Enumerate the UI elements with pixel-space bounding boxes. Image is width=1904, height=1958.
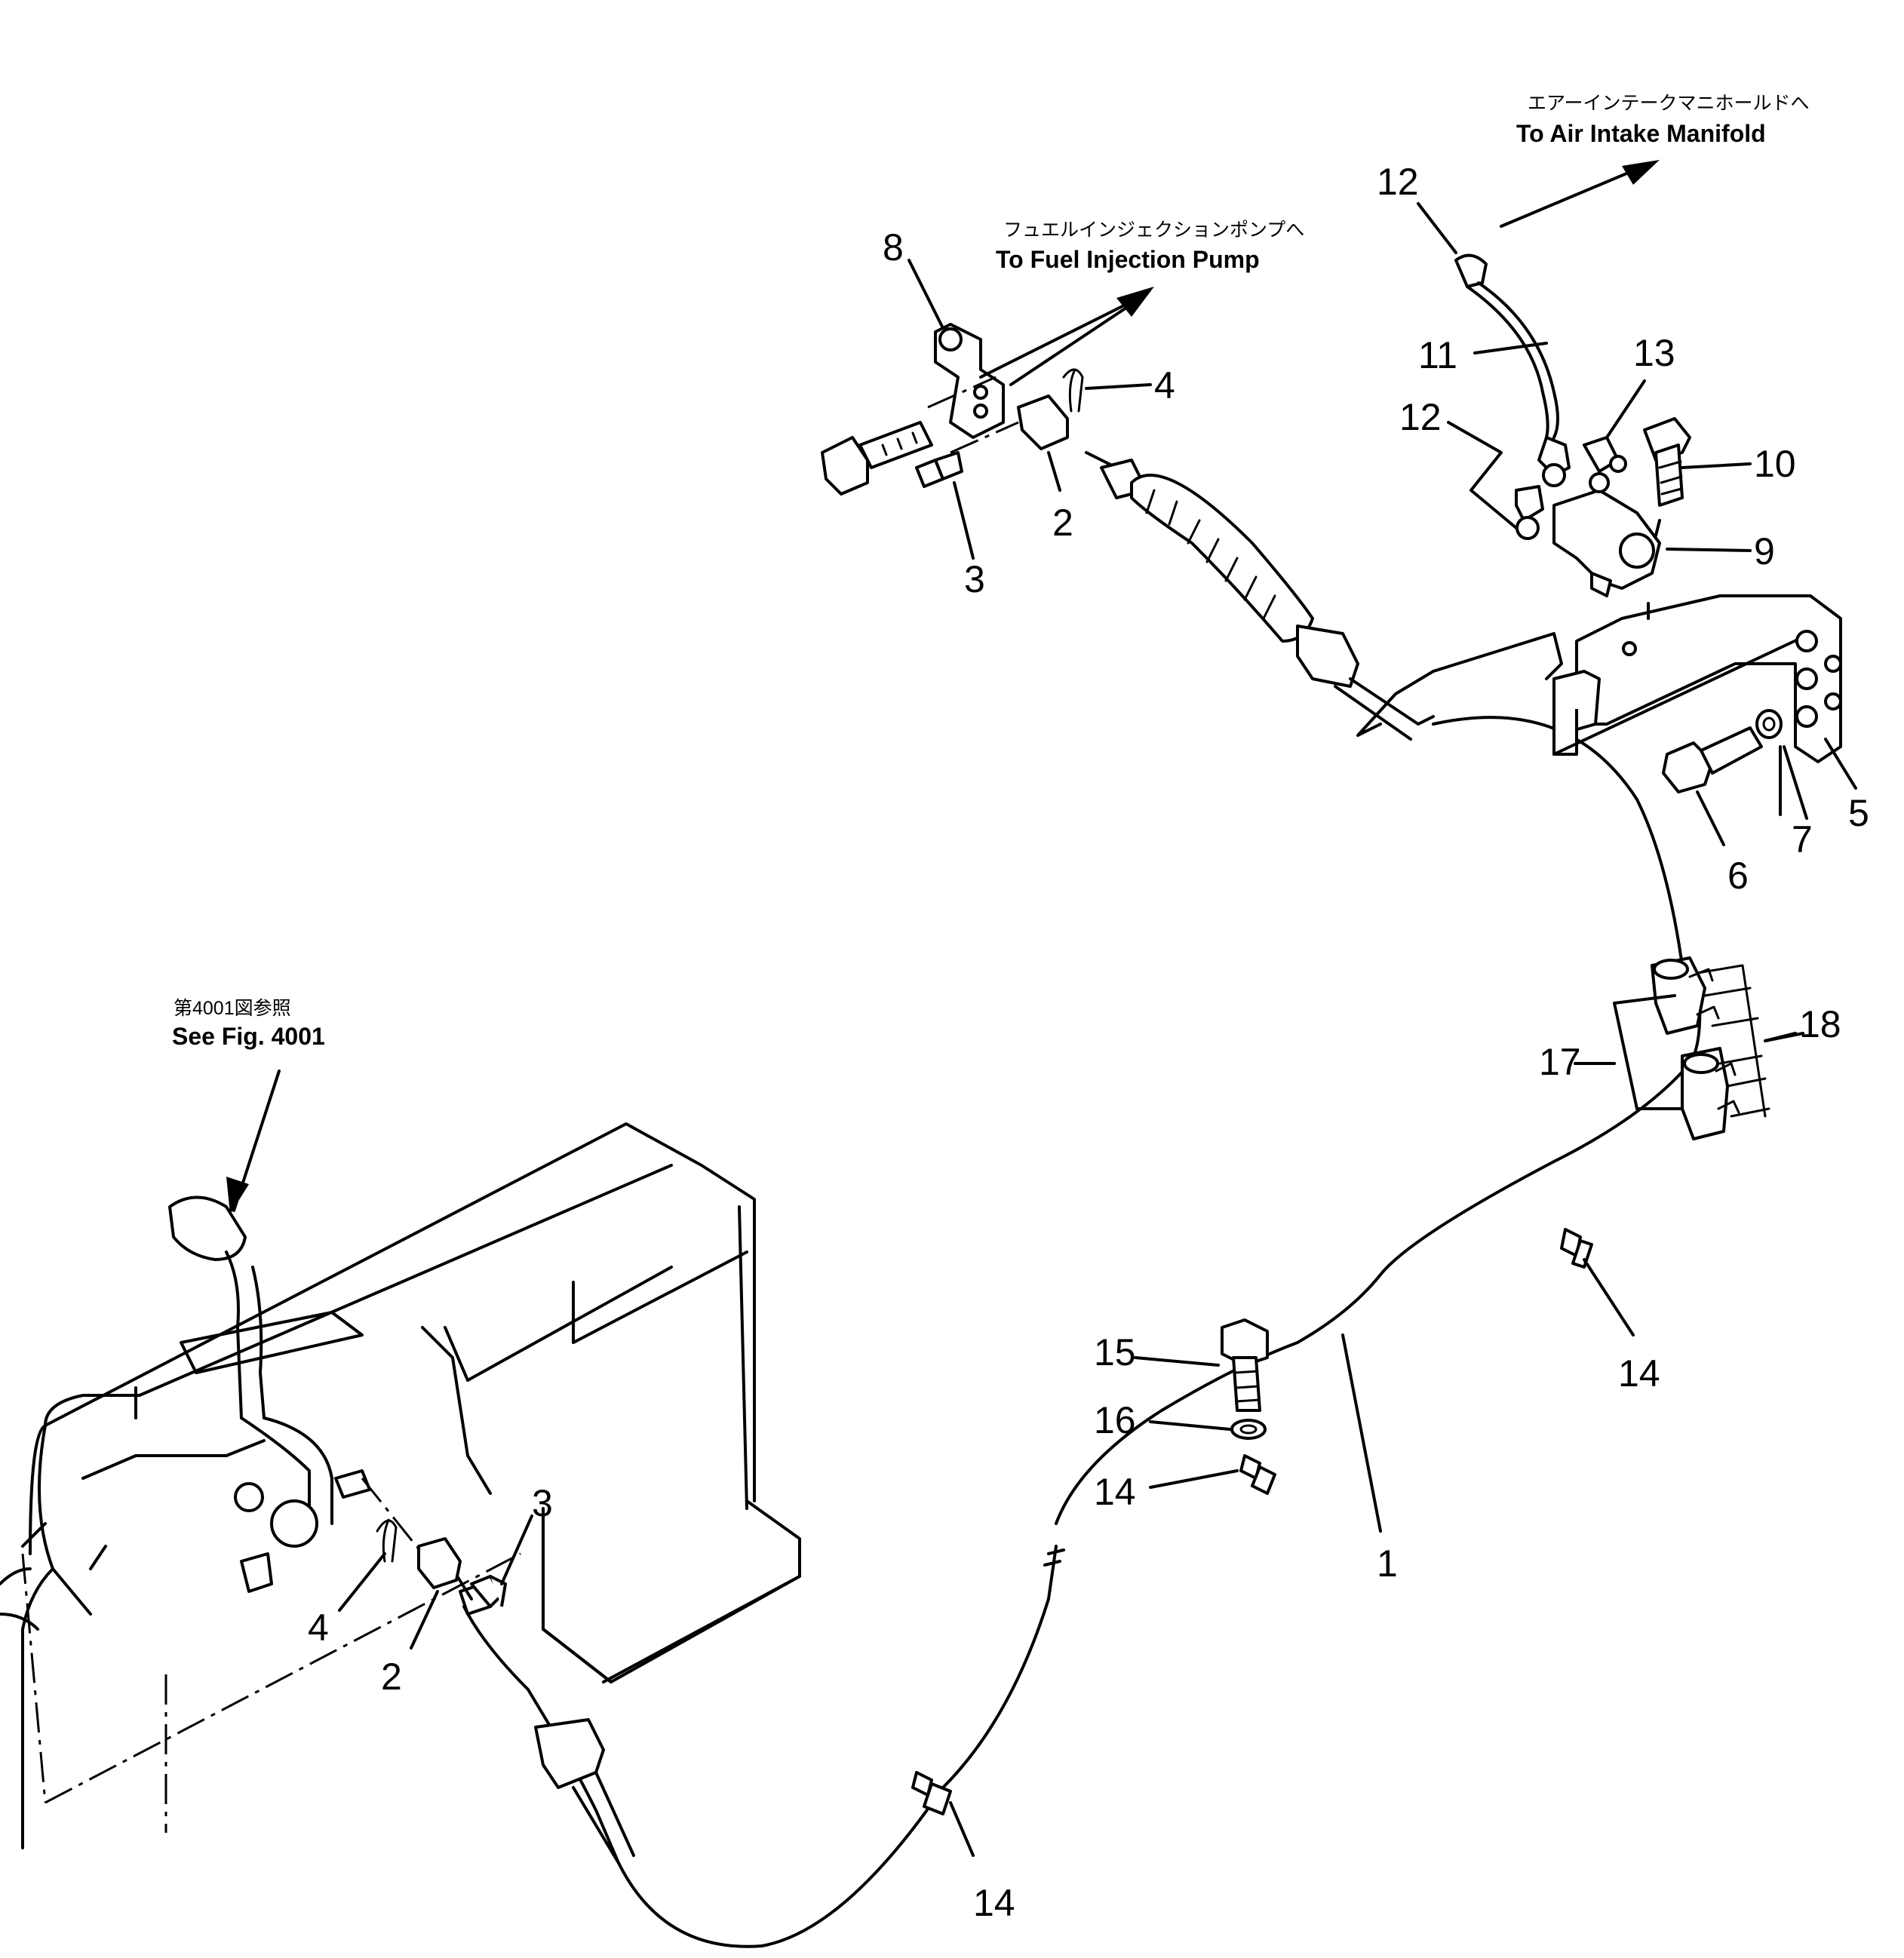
control-lever — [168, 1195, 371, 1593]
callout-9: 9 — [1754, 530, 1775, 572]
callout-2-upper: 2 — [1052, 502, 1073, 544]
callout-4-upper: 4 — [1154, 364, 1175, 407]
see-fig-label-jp: 第4001図参照 — [174, 998, 291, 1019]
bolt-washer-15-16 — [1221, 1318, 1269, 1440]
cable-clamps-17-18 — [1583, 956, 1804, 1140]
callout-14-bottom: 14 — [973, 1882, 1015, 1924]
control-cable — [462, 716, 1702, 1948]
cable-clamps-14 — [911, 1228, 1593, 1815]
see-fig-label-en: See Fig. 4001 — [172, 1023, 325, 1050]
callout-16: 16 — [1094, 1399, 1136, 1441]
leader-lines — [226, 202, 1857, 1857]
callout-3-lower: 3 — [532, 1482, 553, 1524]
callout-10: 10 — [1754, 443, 1796, 485]
callout-13: 13 — [1633, 332, 1675, 374]
callout-12-mid: 12 — [1399, 396, 1442, 438]
callout-5: 5 — [1848, 792, 1869, 834]
air-intake-label-en: To Air Intake Manifold — [1516, 120, 1766, 147]
callout-6: 6 — [1727, 855, 1749, 897]
callout-15: 15 — [1094, 1331, 1136, 1373]
callout-1: 1 — [1377, 1542, 1398, 1585]
callout-3-upper: 3 — [964, 558, 985, 600]
destination-labels: エアーインテークマニホールドへ To Air Intake Manifold フ… — [172, 93, 1810, 1050]
callout-7: 7 — [1792, 818, 1813, 861]
callout-14-right: 14 — [1618, 1352, 1660, 1395]
callout-4-lower: 4 — [308, 1607, 329, 1649]
callout-17: 17 — [1539, 1041, 1581, 1083]
lower-link-parts — [361, 1478, 507, 1608]
fuel-pump-label-jp: フュエルインジェクションポンプへ — [1003, 219, 1304, 241]
callout-14-mid: 14 — [1094, 1471, 1136, 1513]
callout-2-lower: 2 — [381, 1656, 402, 1698]
air-intake-parts — [1356, 160, 1842, 793]
callout-18: 18 — [1799, 1003, 1841, 1045]
fuel-pump-label-en: To Fuel Injection Pump — [996, 246, 1260, 273]
callout-8: 8 — [883, 226, 904, 269]
engine-body — [0, 1122, 801, 1849]
air-intake-label-jp: エアーインテークマニホールドへ — [1528, 93, 1810, 114]
cable-end-upper — [1085, 451, 1435, 741]
callout-11: 11 — [1418, 334, 1457, 376]
fuel-pump-parts — [821, 287, 1154, 496]
callout-12-top: 12 — [1377, 161, 1419, 203]
callout-numbers: 1 2 2 3 3 4 4 5 6 7 8 9 10 11 12 12 13 1… — [308, 161, 1869, 1924]
